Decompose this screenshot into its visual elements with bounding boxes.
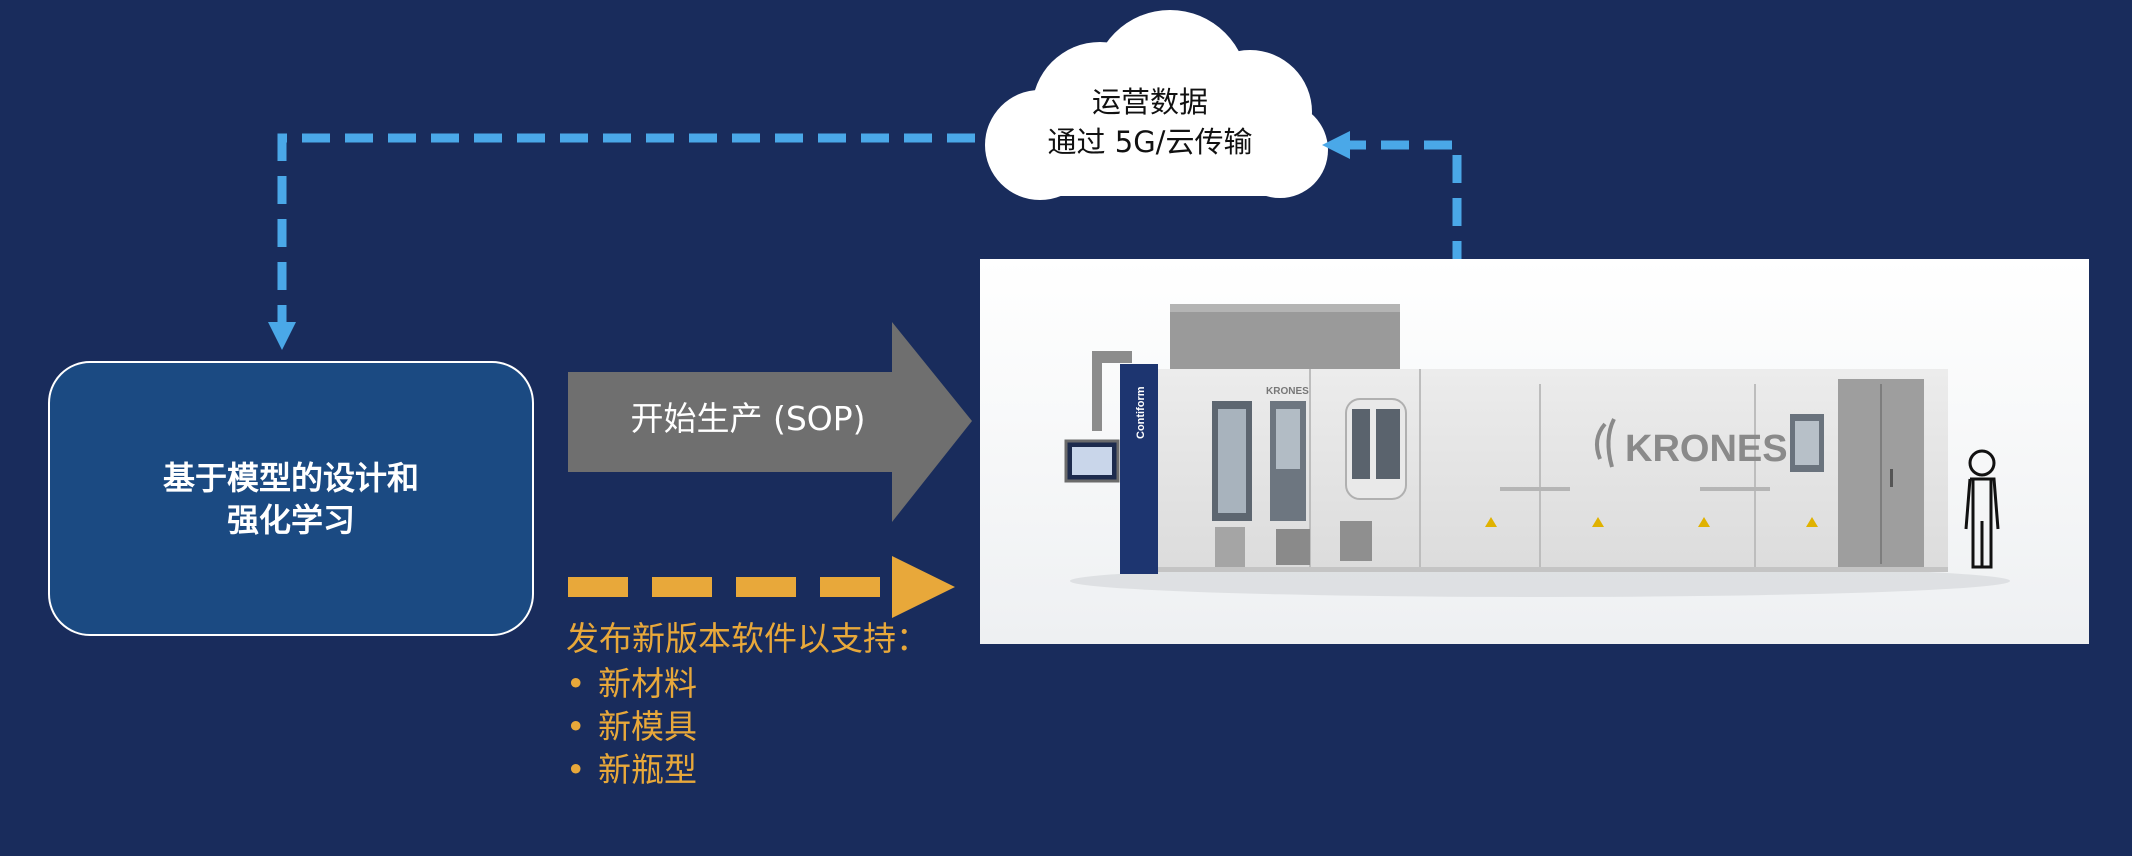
model-design-box: 基于模型的设计和 强化学习 — [48, 361, 534, 636]
sop-arrow-shape — [568, 322, 972, 522]
cloud-label-line1: 运营数据 — [1091, 85, 1208, 119]
svg-text:KRONES: KRONES — [1266, 386, 1309, 397]
panel-text: Contiform — [1135, 386, 1147, 439]
krones-logo: KRONES — [1594, 418, 1788, 470]
release-note-title: 发布新版本软件以支持： — [566, 619, 929, 658]
release-note: 发布新版本软件以支持： •新材料 •新模具 •新瓶型 — [566, 618, 929, 791]
person-scale-icon — [1964, 449, 2000, 569]
bullet-icon: • — [566, 664, 586, 703]
cloud-shape — [985, 10, 1328, 200]
blue-side-panel — [1120, 364, 1158, 574]
bullet-icon: • — [566, 750, 586, 789]
release-item: •新材料 — [566, 664, 697, 703]
feedback-arrowhead-left — [1322, 131, 1350, 159]
sop-arrow-label: 开始生产 (SOP) — [630, 399, 866, 438]
model-design-label: 基于模型的设计和 强化学习 — [131, 457, 451, 541]
release-arrowhead — [892, 556, 955, 618]
release-item: •新模具 — [566, 707, 697, 746]
feedback-dashed-line-left — [277, 133, 975, 330]
machine-photo: Contiform KRONES KRONES — [980, 259, 2089, 644]
svg-text:KRONES: KRONES — [1625, 428, 1788, 470]
cloud-label-line2: 通过 5G/云传输 — [1047, 125, 1253, 159]
release-items-list: •新材料 •新模具 •新瓶型 — [566, 662, 929, 791]
release-item: •新瓶型 — [566, 750, 697, 789]
cloud-label: 运营数据 通过 5G/云传输 — [980, 82, 1320, 162]
model-design-label-line1: 基于模型的设计和 — [162, 458, 419, 497]
bullet-icon: • — [566, 707, 586, 746]
model-design-label-line2: 强化学习 — [226, 500, 355, 539]
feedback-arrowhead-down — [268, 322, 296, 350]
machine-illustration: Contiform KRONES KRONES — [980, 259, 2089, 644]
